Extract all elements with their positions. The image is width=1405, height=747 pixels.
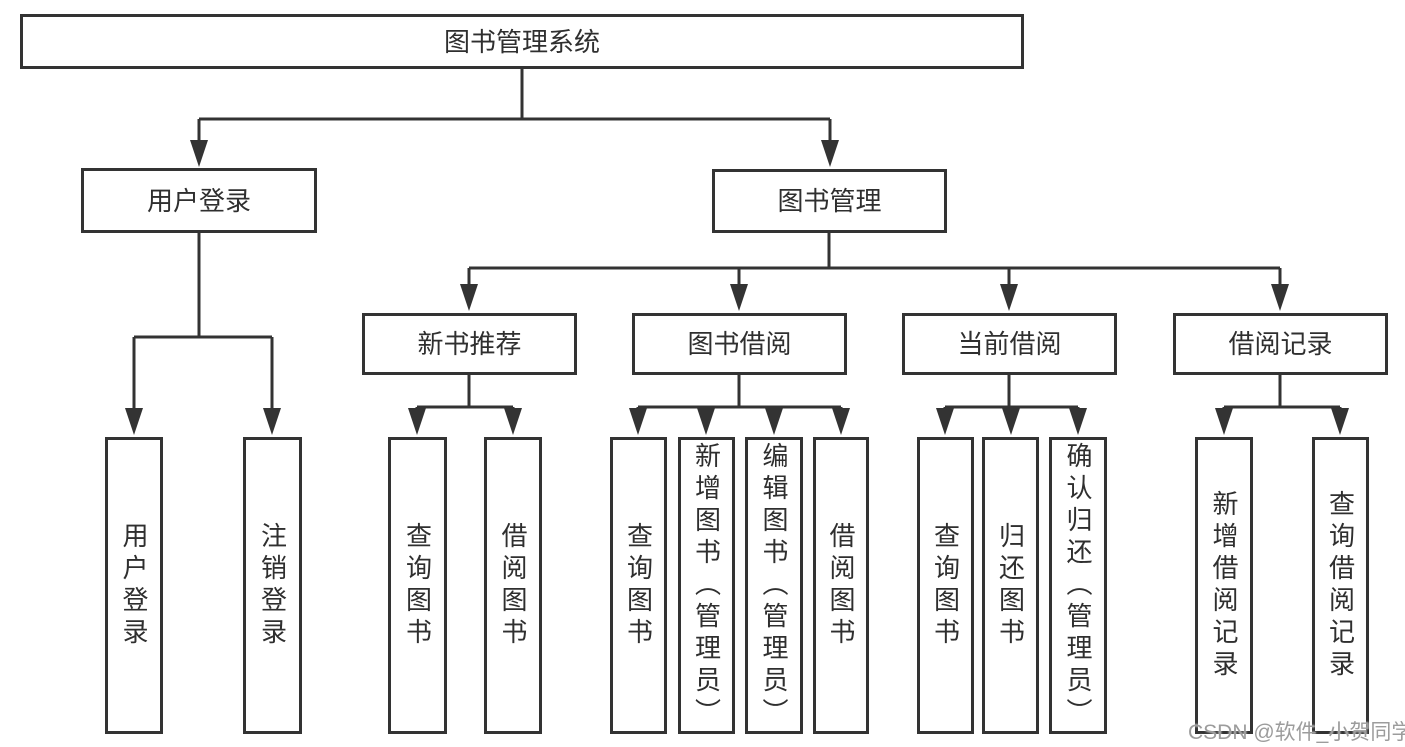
node-new-book-recommendation: 新书推荐 [362,313,577,375]
leaf-borrow-books: 借阅图书 [813,437,869,734]
leaf-query-books-borrowing: 查询图书 [610,437,667,734]
csdn-watermark: CSDN @软件_小贺同学 [1188,721,1405,744]
leaf-query-borrow-record: 查询借阅记录 [1312,437,1369,734]
arrowhead-icon [730,284,748,311]
leaf-query-books-recommend-label: 查询图书 [402,521,433,650]
arrowhead-icon [697,408,715,435]
leaf-logout-label: 注销登录 [257,521,288,650]
arrowhead-icon [125,408,143,435]
node-book-borrowing-label: 图书借阅 [687,329,792,359]
leaf-add-borrow-record: 新增借阅记录 [1195,437,1253,734]
node-root-label: 图书管理系统 [443,26,600,57]
arrowhead-icon [629,408,647,435]
leaf-add-books-admin: 新增图书（管理员） [678,437,735,734]
arrowhead-icon [936,408,954,435]
arrowhead-icon [1331,408,1349,435]
node-root: 图书管理系统 [20,14,1024,69]
node-user-login: 用户登录 [81,168,317,233]
arrowhead-icon [504,408,522,435]
arrowhead-icon [460,284,478,311]
arrowhead-icon [821,140,839,167]
arrowhead-icon [408,408,426,435]
node-user-login-label: 用户登录 [146,185,251,216]
leaf-query-books-current: 查询图书 [917,437,974,734]
arrowhead-icon [1215,408,1233,435]
arrowhead-icon [765,408,783,435]
arrowhead-icon [1000,284,1018,311]
arrowhead-icon [1069,408,1087,435]
leaf-borrow-books-label: 借阅图书 [826,521,856,650]
node-book-borrowing: 图书借阅 [632,313,847,375]
leaf-user-login: 用户登录 [105,437,163,734]
leaf-query-books-recommend: 查询图书 [388,437,447,734]
leaf-borrow-books-recommend-label: 借阅图书 [498,521,528,650]
leaf-add-books-admin-label: 新增图书（管理员） [691,441,722,730]
leaf-user-login-label: 用户登录 [119,521,149,650]
arrowhead-icon [1271,284,1289,311]
arrowhead-icon [263,408,281,435]
arrowhead-icon [190,140,208,167]
node-book-management: 图书管理 [712,169,947,233]
leaf-confirm-return-admin-label: 确认归还（管理员） [1063,441,1093,730]
node-borrowing-records: 借阅记录 [1173,313,1388,375]
leaf-edit-books-admin: 编辑图书（管理员） [745,437,803,734]
node-current-borrowing: 当前借阅 [902,313,1117,375]
arrowhead-icon [832,408,850,435]
node-borrowing-records-label: 借阅记录 [1228,329,1333,359]
arrowhead-icon [1002,408,1020,435]
leaf-borrow-books-recommend: 借阅图书 [484,437,542,734]
leaf-edit-books-admin-label: 编辑图书（管理员） [759,441,789,730]
leaf-return-books: 归还图书 [982,437,1039,734]
leaf-add-borrow-record-label: 新增借阅记录 [1209,489,1239,682]
node-book-management-label: 图书管理 [777,186,882,216]
arrowheads [125,140,1349,435]
node-current-borrowing-label: 当前借阅 [957,329,1062,359]
leaf-query-books-borrowing-label: 查询图书 [623,521,654,650]
node-new-book-recommendation-label: 新书推荐 [417,329,522,359]
leaf-query-borrow-record-label: 查询借阅记录 [1325,489,1356,682]
leaf-logout: 注销登录 [243,437,302,734]
leaf-confirm-return-admin: 确认归还（管理员） [1049,437,1107,734]
leaf-query-books-current-label: 查询图书 [930,521,961,650]
leaf-return-books-label: 归还图书 [995,521,1026,650]
